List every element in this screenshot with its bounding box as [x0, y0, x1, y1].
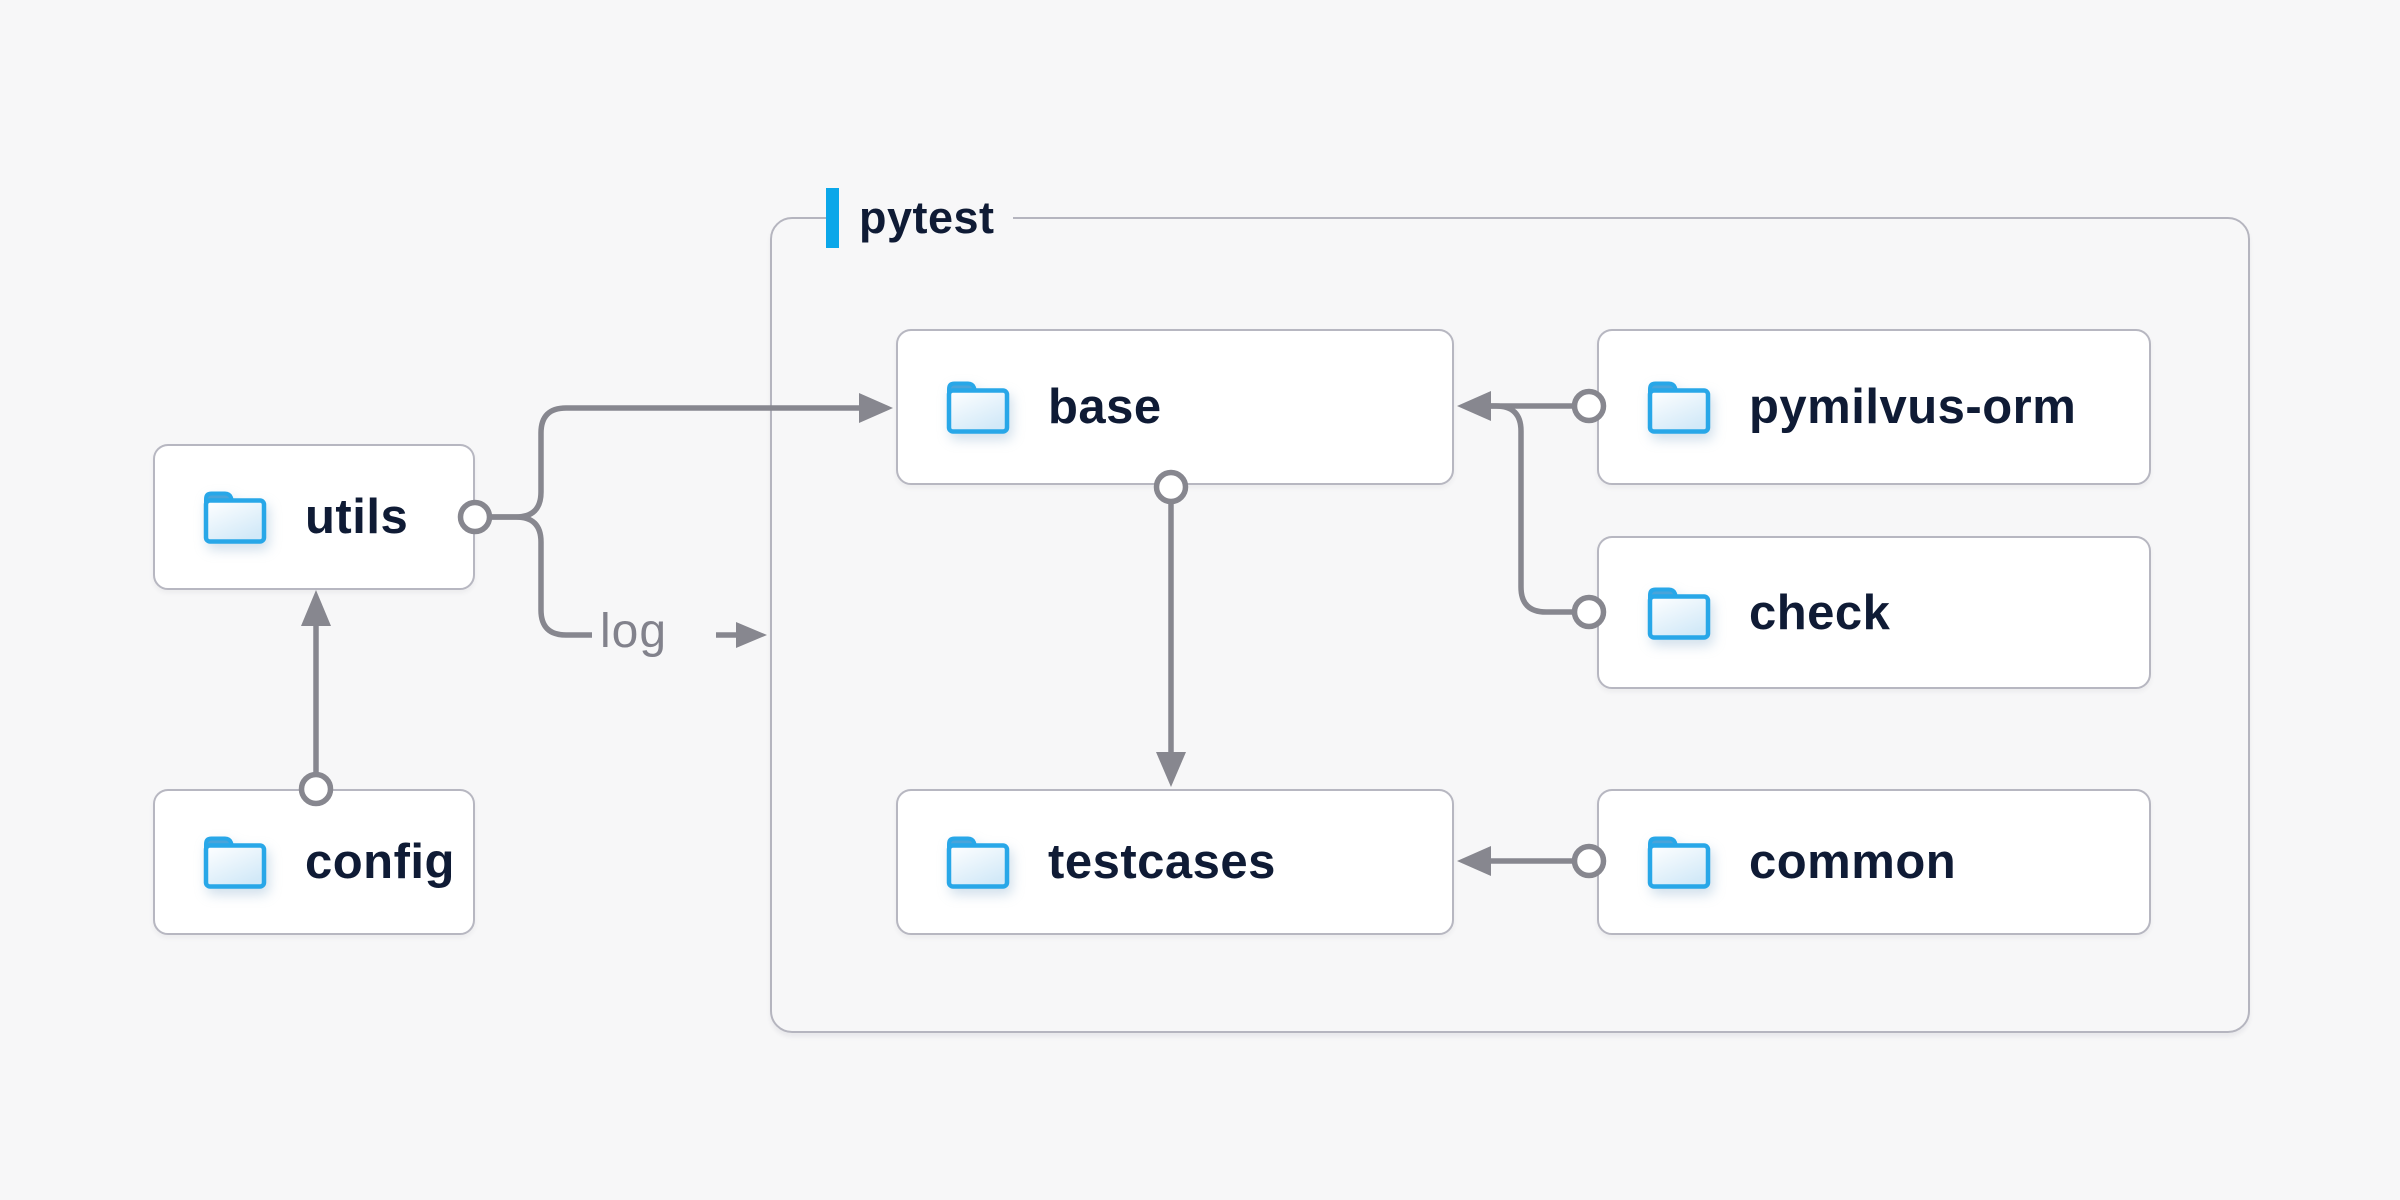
node-check: check	[1597, 536, 2151, 689]
node-config: config	[153, 789, 475, 935]
node-label: base	[1048, 380, 1162, 434]
arrowhead-up-into-utils-icon	[301, 590, 331, 626]
node-label: pymilvus-orm	[1749, 380, 2077, 434]
node-label: utils	[305, 490, 409, 544]
arrowhead-right-log-icon	[736, 622, 767, 648]
node-label: config	[305, 835, 455, 889]
node-label: common	[1749, 835, 1957, 889]
node-label: testcases	[1048, 835, 1276, 889]
node-utils: utils	[153, 444, 475, 590]
folder-icon	[201, 833, 269, 891]
folder-icon	[944, 378, 1012, 436]
node-common: common	[1597, 789, 2151, 935]
node-testcases: testcases	[896, 789, 1454, 935]
node-base: base	[896, 329, 1454, 485]
folder-icon	[1645, 378, 1713, 436]
folder-icon	[1645, 833, 1713, 891]
pytest-group-label: pytest	[826, 188, 1013, 248]
folder-icon	[944, 833, 1012, 891]
folder-icon	[201, 488, 269, 546]
pytest-group-container	[770, 217, 2250, 1033]
edge-utils-to-log-line	[489, 514, 592, 638]
pytest-group-title: pytest	[859, 192, 995, 243]
node-pymilvus-orm: pymilvus-orm	[1597, 329, 2151, 485]
node-label: check	[1749, 585, 1891, 640]
edge-label-log: log	[600, 605, 668, 658]
pytest-accent-bar-icon	[826, 188, 839, 248]
folder-icon	[1645, 584, 1713, 642]
